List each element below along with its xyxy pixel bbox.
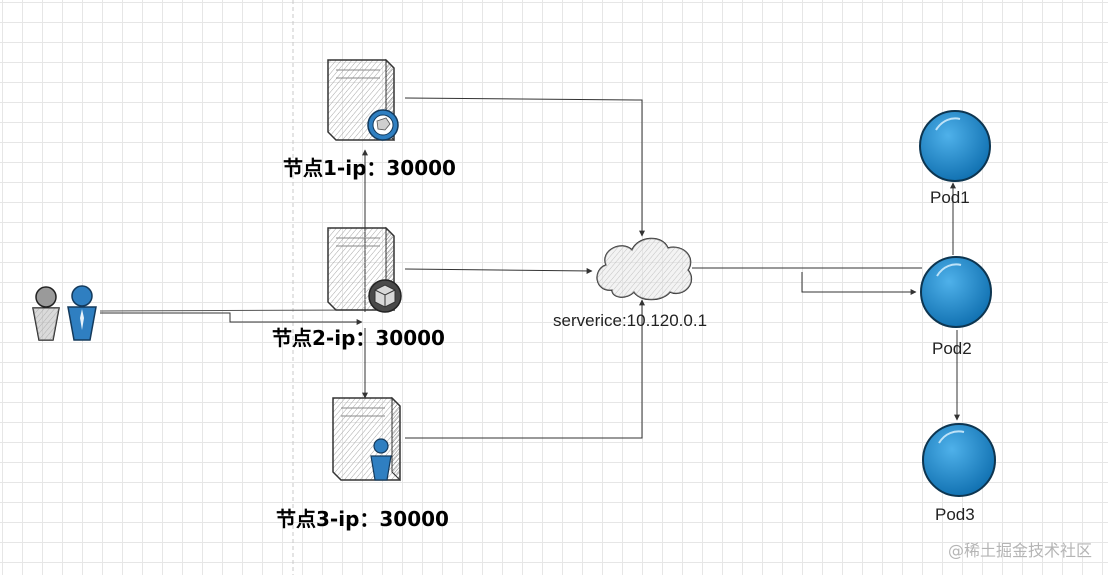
server-icon — [332, 396, 401, 482]
pod-1 — [919, 110, 991, 182]
connectors — [99, 97, 960, 439]
pod-icon — [922, 423, 996, 497]
cloud-icon — [596, 237, 693, 301]
service-label: serverice:10.120.0.1 — [553, 311, 708, 330]
server-node-2 — [327, 226, 402, 313]
server-node-3 — [332, 396, 401, 482]
box-badge-icon — [368, 279, 402, 313]
connector-node3-to-service — [405, 299, 645, 439]
pod-3 — [922, 423, 996, 497]
globe-badge-icon — [367, 109, 399, 141]
node3-label: 节点3-ip：30000 — [276, 507, 449, 531]
connector-node2-to-service — [404, 267, 593, 274]
connector-users-to-node2 — [100, 312, 363, 325]
server-node-1 — [327, 58, 399, 142]
connector-node1-to-service — [404, 97, 645, 237]
person-badge-icon — [370, 438, 392, 481]
user-pair-icon — [32, 285, 97, 341]
node2-label: 节点2-ip：30000 — [272, 326, 445, 350]
pod-icon — [919, 110, 991, 182]
pod2-label: Pod2 — [932, 339, 972, 358]
pod3-label: Pod3 — [935, 505, 975, 524]
node1-label: 节点1-ip：30000 — [283, 156, 456, 180]
watermark: @稀土掘金技术社区 — [947, 541, 1092, 560]
connector-service-to-pod2-offset — [801, 272, 917, 295]
pod1-label: Pod1 — [930, 188, 970, 207]
pod-2 — [920, 256, 992, 328]
pod-icon — [920, 256, 992, 328]
